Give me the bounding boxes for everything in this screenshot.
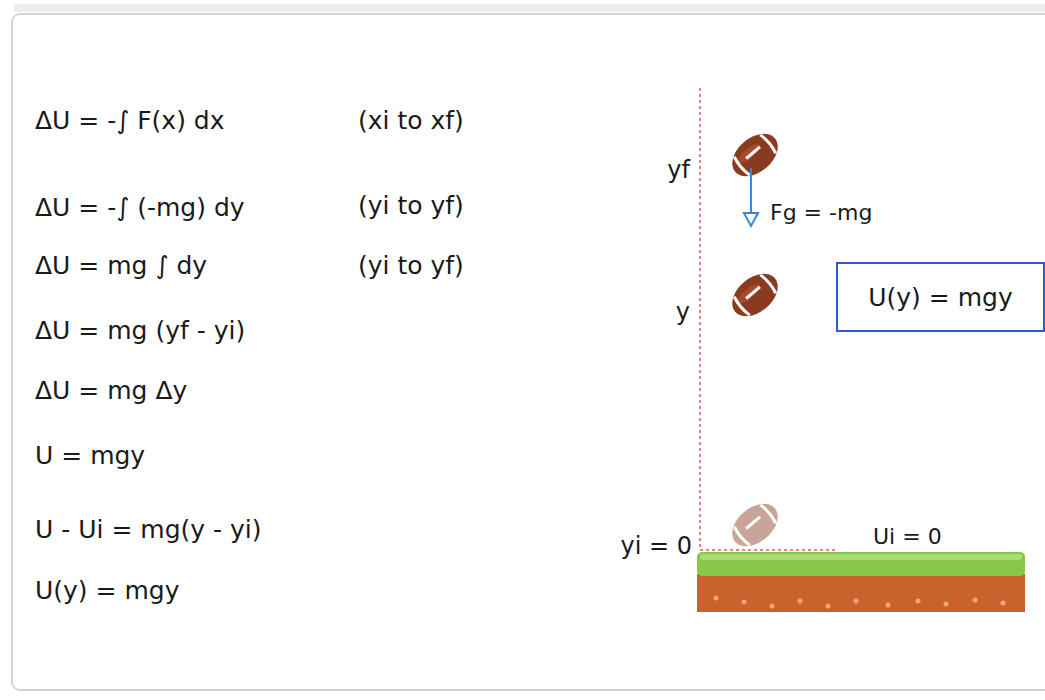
height-label: yf: [667, 156, 690, 185]
equation: ΔU = -∫ (-mg) dy: [35, 193, 245, 223]
force-label: Fg = -mg: [770, 200, 872, 226]
formula-box: U(y) = mgy: [836, 262, 1045, 332]
equation: ΔU = mg (yf - yi): [35, 316, 245, 346]
equation: ΔU = mg Δy: [35, 376, 187, 406]
integration-limits: (yi to yf): [358, 191, 464, 221]
height-label: y: [676, 298, 690, 327]
height-label: yi = 0: [620, 532, 692, 561]
equation: U = mgy: [35, 441, 145, 471]
equation: U(y) = mgy: [35, 576, 179, 606]
formula-text: U(y) = mgy: [868, 283, 1012, 312]
equation: ΔU = mg ∫ dy: [35, 251, 207, 281]
integration-limits: (yi to yf): [358, 251, 464, 281]
integration-limits: (xi to xf): [358, 106, 464, 136]
equation: ΔU = -∫ F(x) dx: [35, 106, 225, 136]
equation: U - Ui = mg(y - yi): [35, 515, 261, 545]
reference-label: Ui = 0: [873, 524, 942, 550]
